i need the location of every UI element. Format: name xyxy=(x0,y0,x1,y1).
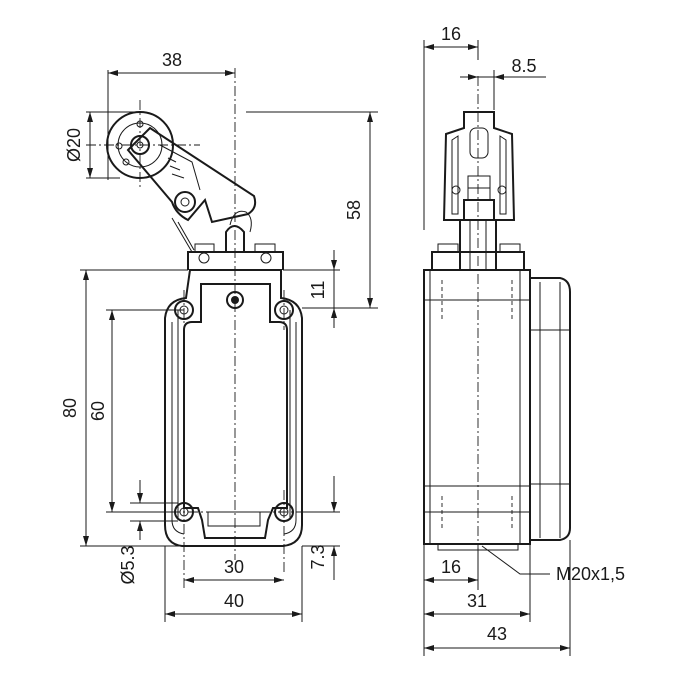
dim-hole-diameter: Ø5.3 xyxy=(118,545,138,584)
dim-hole-pitch-h: 30 xyxy=(224,557,244,577)
dim-mount-offset: 11 xyxy=(308,281,328,300)
dim-conduit-offset: 16 xyxy=(441,557,461,577)
side-lever xyxy=(442,111,516,221)
front-view: 38 Ø20 58 11 80 60 xyxy=(60,50,378,622)
dim-roller-diameter: Ø20 xyxy=(64,128,84,162)
side-body xyxy=(423,269,531,545)
dim-top-width: 16 xyxy=(441,24,461,44)
dim-lever-height: 58 xyxy=(344,200,364,220)
dim-lever-width: 8.5 xyxy=(511,56,536,76)
dim-roller-offset: 38 xyxy=(162,50,182,70)
mounting-holes xyxy=(174,300,294,522)
front-body-outline xyxy=(164,269,303,547)
dim-depth-total: 43 xyxy=(487,624,507,644)
dim-body-width: 40 xyxy=(224,591,244,611)
dim-depth-body: 31 xyxy=(467,591,487,611)
side-cover xyxy=(530,277,571,541)
dim-hole-pitch-v: 60 xyxy=(88,401,108,421)
dim-body-height: 80 xyxy=(60,398,80,418)
dim-hole-edge: 7.3 xyxy=(308,544,328,569)
lever-arm xyxy=(126,126,257,224)
dim-thread: M20x1,5 xyxy=(556,564,625,584)
side-view: 16 8.5 16 M20x1,5 31 43 xyxy=(423,24,625,656)
front-cover-panel xyxy=(183,283,288,539)
